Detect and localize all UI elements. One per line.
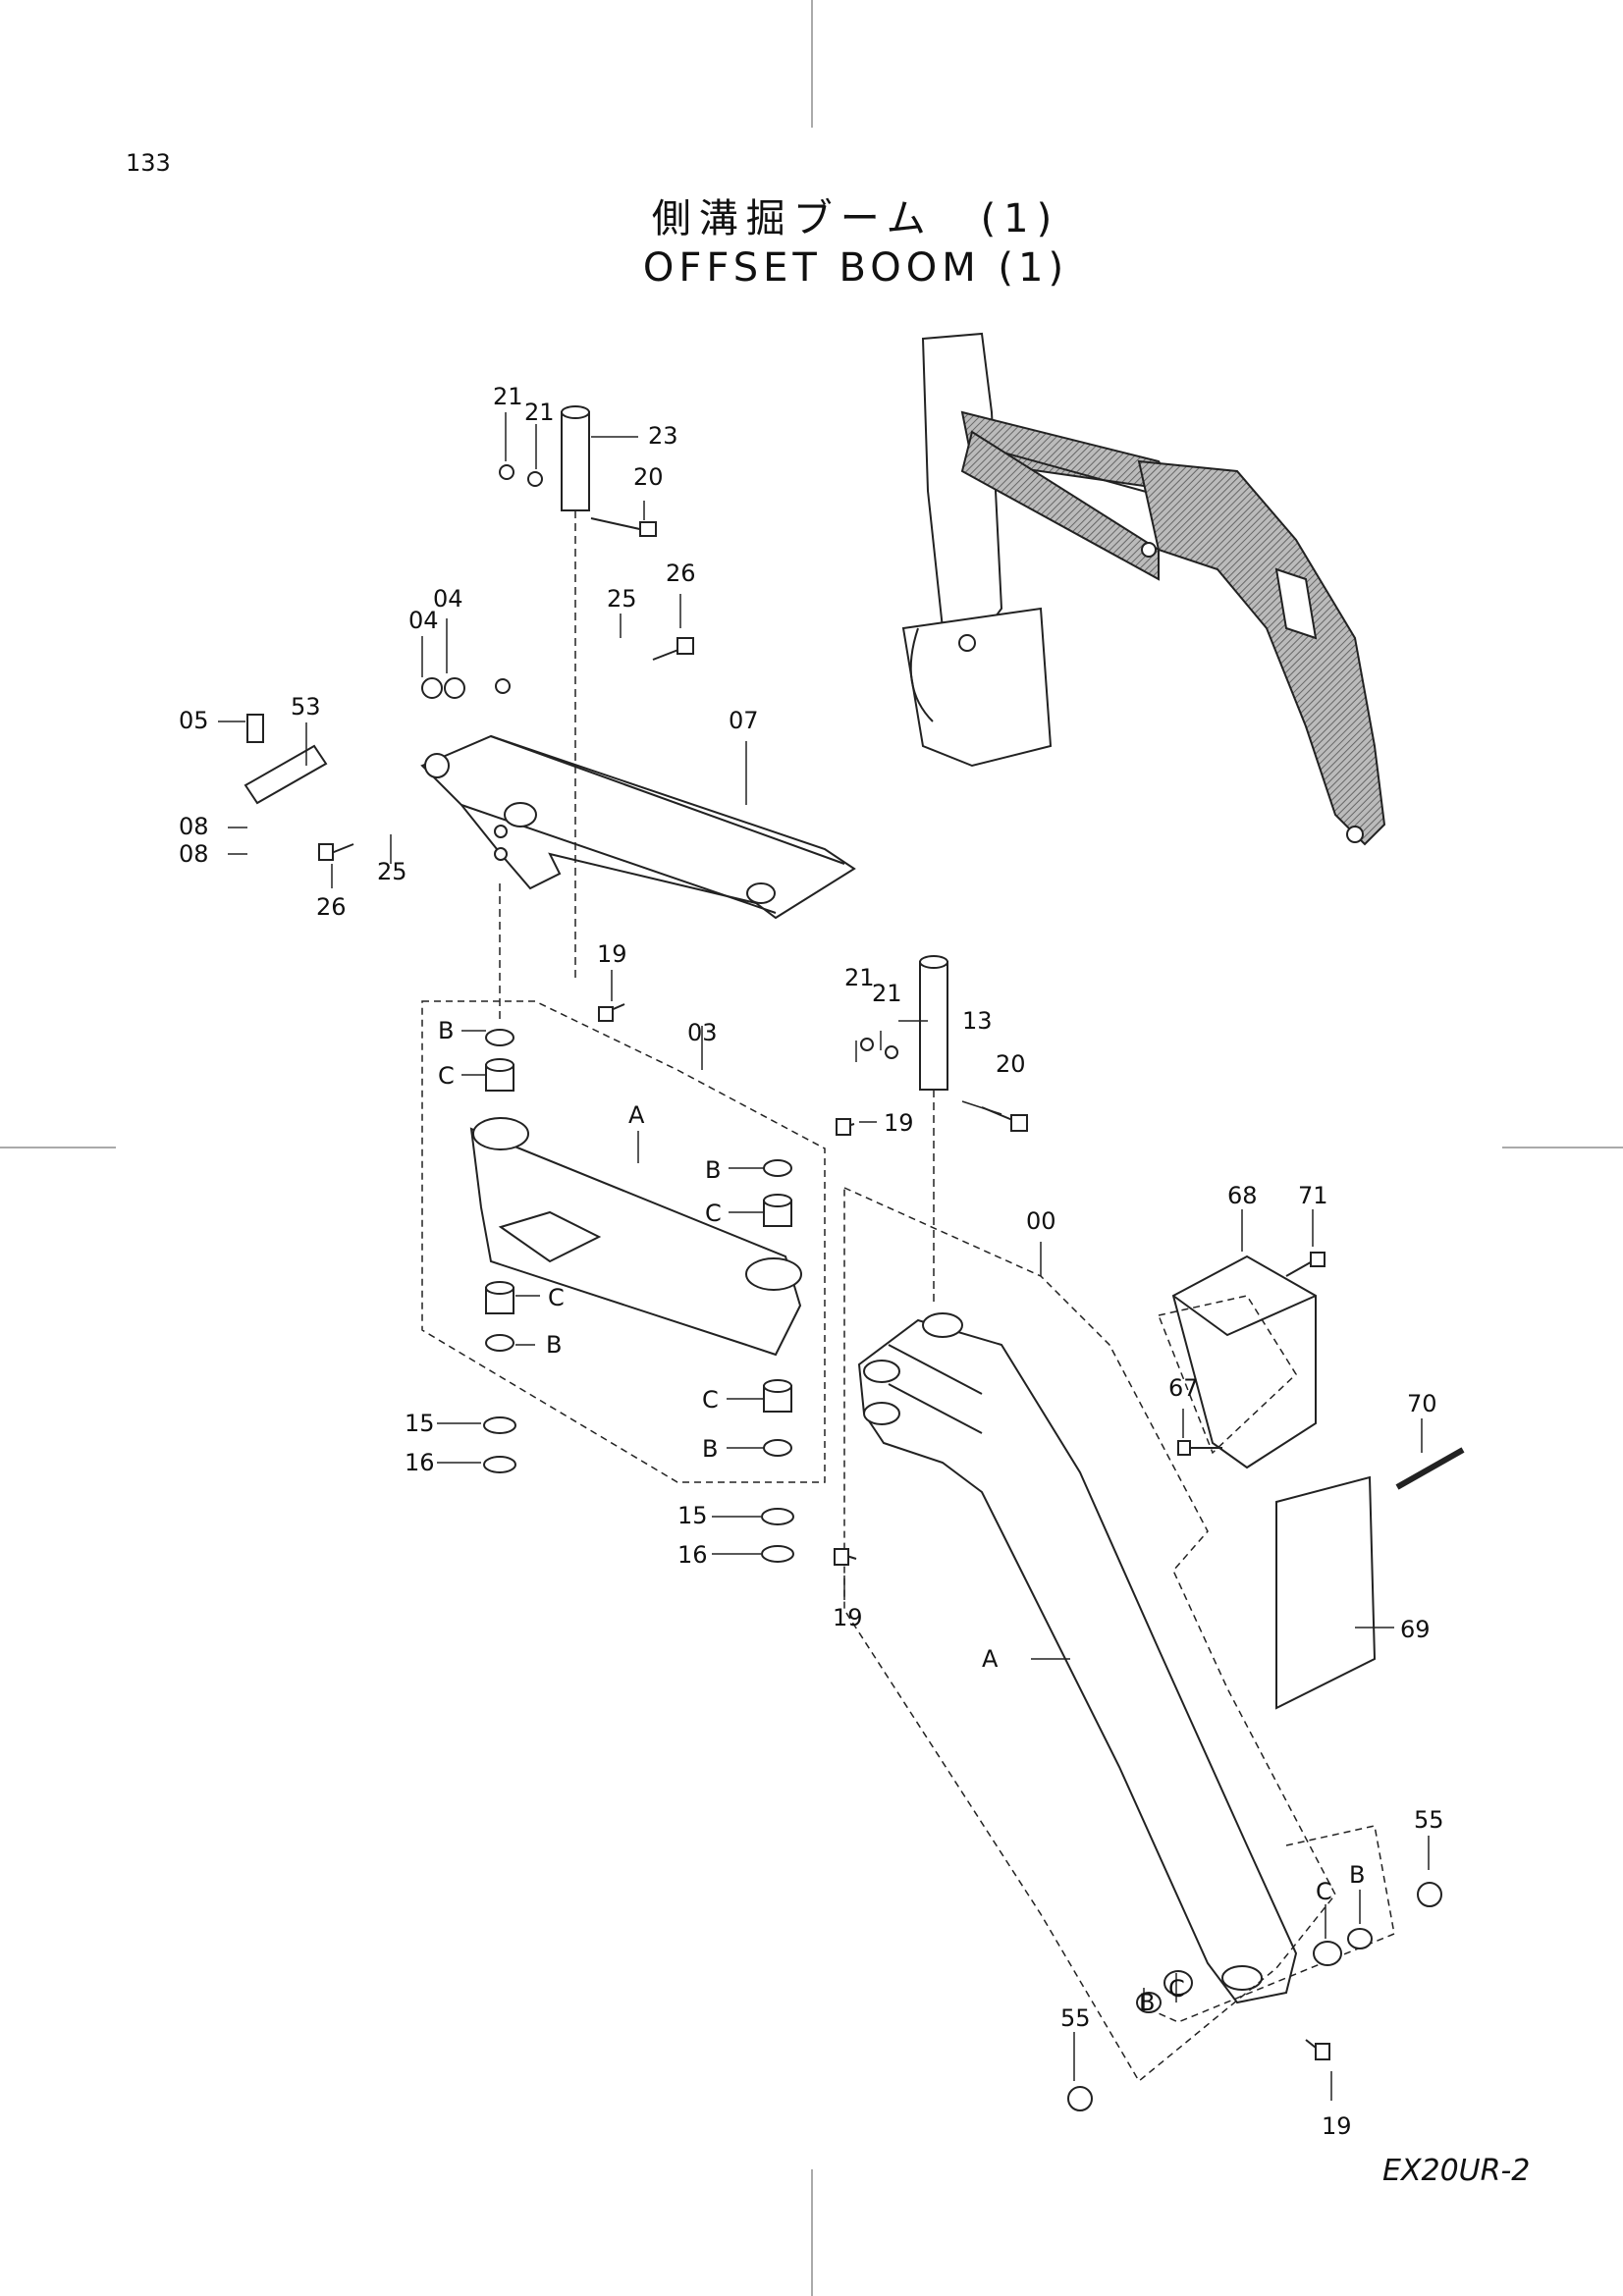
label-bushing-C: C (705, 1200, 722, 1227)
label-part-70: 70 (1407, 1390, 1437, 1417)
label-part-68: 68 (1227, 1182, 1258, 1209)
label-part-03: 03 (687, 1019, 718, 1046)
assembly-03-link (469, 1117, 802, 1357)
label-part-15: 15 (405, 1410, 435, 1437)
label-part-16: 16 (405, 1449, 435, 1476)
leader-lines (218, 412, 1430, 2101)
label-bushing-B: B (705, 1156, 721, 1184)
label-part-67: 67 (1168, 1374, 1199, 1402)
label-part-53: 53 (291, 693, 321, 721)
label-part-00: 00 (1026, 1207, 1056, 1235)
label-part-25: 25 (377, 858, 407, 885)
title-japanese: 側溝掘ブーム (1) (651, 196, 1060, 241)
label-part-04: 04 (408, 607, 439, 634)
label-bushing-B: B (1139, 1989, 1155, 2016)
cover-68 (1171, 1255, 1317, 1469)
label-part-05: 05 (179, 707, 209, 734)
pin-53 (243, 744, 328, 805)
label-part-26: 26 (316, 893, 347, 921)
crop-mark-top (811, 0, 813, 128)
cover-69 (1275, 1475, 1377, 1710)
label-bushing-C: C (1316, 1878, 1332, 1905)
pin-23 (561, 405, 590, 511)
label-part-19: 19 (833, 1604, 863, 1631)
label-part-21: 21 (844, 964, 875, 991)
label-bushing-C: C (702, 1386, 719, 1414)
label-part-69: 69 (1400, 1616, 1431, 1643)
model-code: EX20UR-2 (1382, 2154, 1531, 2188)
title-english: OFFSET BOOM (1) (642, 245, 1069, 291)
label-part-08: 08 (179, 813, 209, 840)
label-part-55: 55 (1060, 2004, 1091, 2032)
label-part-21: 21 (872, 980, 902, 1007)
label-part-19: 19 (1322, 2112, 1352, 2140)
label-part-A: A (982, 1645, 999, 1673)
dashed-group-outlines (421, 1000, 1395, 2083)
label-part-16: 16 (677, 1541, 708, 1569)
label-part-20: 20 (633, 463, 664, 491)
label-part-71: 71 (1298, 1182, 1328, 1209)
label-part-21: 21 (524, 399, 555, 426)
label-bushing-B: B (702, 1435, 718, 1463)
label-bushing-B: B (1349, 1861, 1365, 1889)
label-part-23: 23 (648, 422, 678, 450)
assembly-00-boom (857, 1312, 1298, 2004)
crop-mark-left (0, 1147, 116, 1148)
bushings-and-washers (421, 677, 1442, 2111)
label-part-13: 13 (962, 1007, 993, 1035)
page-number: 133 (126, 149, 171, 177)
machine-overview-illustration (901, 332, 1386, 846)
label-part-25: 25 (607, 585, 637, 613)
assembly-07-bracket (420, 734, 856, 920)
label-part-55: 55 (1414, 1806, 1444, 1834)
crop-mark-bottom (811, 2169, 813, 2296)
label-part-A: A (628, 1101, 645, 1129)
label-part-26: 26 (666, 560, 696, 587)
label-part-21: 21 (493, 383, 523, 410)
callout-labels: 21 21 23 20 04 04 25 26 05 53 07 08 08 2… (179, 383, 1444, 2140)
label-bushing-B: B (438, 1017, 454, 1044)
label-part-19: 19 (597, 940, 627, 968)
label-part-19: 19 (884, 1109, 914, 1137)
label-part-07: 07 (729, 707, 759, 734)
label-bushing-C: C (1168, 1975, 1185, 2002)
label-part-08: 08 (179, 840, 209, 868)
bolts-and-fittings (246, 464, 1465, 2060)
crop-mark-right (1502, 1147, 1623, 1148)
label-bushing-C: C (438, 1062, 455, 1090)
label-bushing-C: C (548, 1284, 565, 1311)
pin-13 (919, 955, 948, 1091)
label-bushing-B: B (546, 1331, 562, 1359)
label-part-04: 04 (433, 585, 463, 613)
label-part-15: 15 (677, 1502, 708, 1529)
label-part-20: 20 (996, 1050, 1026, 1078)
